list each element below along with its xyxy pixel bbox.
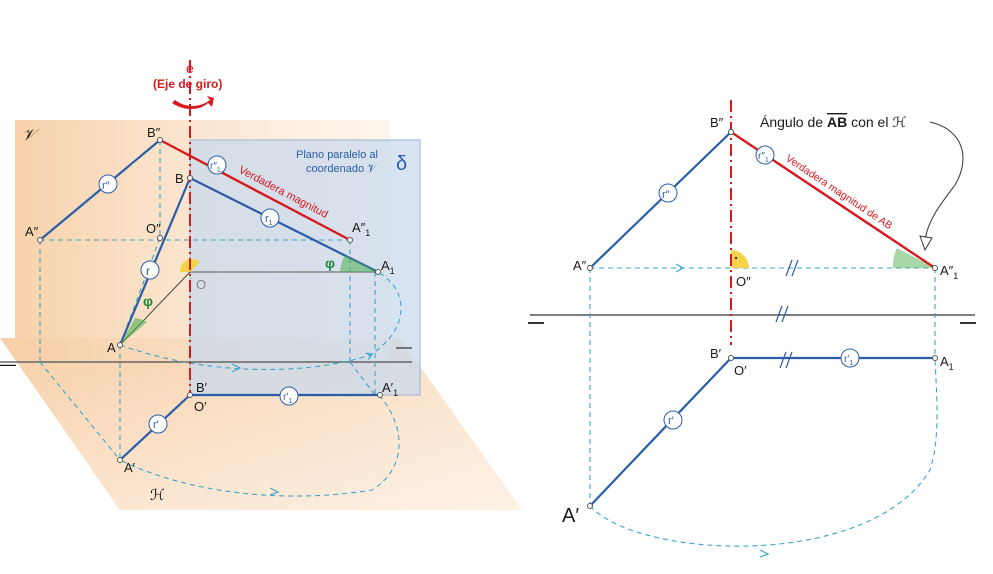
label-B2-left: B″ — [147, 125, 161, 140]
circle-r12-right: r″1 — [755, 145, 775, 165]
svg-text:r″: r″ — [662, 189, 670, 201]
plane-delta-caption-1: Plano paralelo al — [296, 149, 378, 161]
circle-r11-left: r′1 — [279, 386, 299, 406]
angle-caption-arrow — [924, 121, 964, 241]
svg-text:r: r — [146, 264, 150, 278]
construction-lines-right — [589, 267, 938, 547]
svg-text:r′1: r′1 — [283, 392, 292, 405]
ground-minus-left2: — — [396, 339, 412, 356]
left-3d-view: — — — [0, 60, 522, 510]
circle-r12-left: r″1 — [207, 155, 227, 175]
label-O-left: O — [196, 277, 206, 292]
circle-r2-right: r″ — [658, 183, 678, 203]
right-dihedral-view: B″ A″ O″ A″1 B′ O′ A1 A′ Verdadera magni… — [528, 100, 976, 558]
label-Ap-left: A′ — [124, 460, 136, 475]
circle-r-left: r — [140, 260, 160, 280]
rotation-arrow — [172, 96, 214, 110]
label-A11-left: A′1 — [382, 380, 398, 398]
true-length-label-right: Verdadera magnitud de AB — [783, 153, 894, 233]
svg-text:r″1: r″1 — [210, 161, 221, 174]
svg-text:r′: r′ — [153, 419, 159, 431]
label-A2-left: A″ — [25, 224, 39, 239]
label-O1-right: O′ — [734, 363, 747, 378]
label-B2-right: B″ — [710, 115, 724, 130]
angle-caption: Ángulo de AB con el ℋ — [760, 114, 906, 130]
circle-r2-left: r″ — [98, 174, 118, 194]
label-A1-right: A1 — [940, 354, 954, 372]
svg-text:r′: r′ — [668, 415, 674, 427]
label-A1-left: A1 — [381, 258, 395, 276]
points-right — [587, 129, 938, 509]
label-O1-left: O′ — [194, 399, 207, 414]
circle-r1p-right: r′ — [663, 410, 683, 430]
label-Ap-right: A′ — [562, 505, 579, 527]
object-lines-right — [589, 131, 935, 507]
axis-e-label: e — [186, 60, 194, 76]
label-A12-right: A″1 — [940, 263, 958, 281]
construction-lines-left — [39, 140, 402, 497]
plane-delta-symbol: δ — [396, 153, 407, 175]
label-B1-left: B′ — [196, 380, 208, 395]
svg-text:r′1: r′1 — [844, 354, 853, 367]
ground-minus-left: — — [0, 354, 16, 374]
axis-e-subtitle: (Eje de giro) — [153, 77, 222, 91]
plane-delta-caption-2: coordenado 𝒱 — [306, 163, 378, 175]
label-O2-left: O″ — [146, 221, 161, 236]
label-B1-right: B′ — [710, 346, 722, 361]
svg-text:r″1: r″1 — [758, 151, 769, 164]
circle-r11-right: r′1 — [840, 348, 860, 368]
circle-r1-left: r1 — [260, 208, 280, 228]
label-B-left: B — [175, 171, 184, 186]
phi-left-1: φ — [143, 293, 153, 309]
phi-left-2: φ — [325, 255, 335, 271]
points-left — [37, 137, 383, 463]
label-O2-right: O″ — [736, 274, 751, 289]
tick-marks-right — [775, 259, 799, 369]
plane-H-label: ℋ — [150, 487, 165, 504]
svg-text:r″: r″ — [102, 180, 110, 192]
label-A12-left: A″1 — [352, 220, 370, 238]
circle-r1p-left: r′ — [148, 414, 168, 434]
label-A2-right: A″ — [573, 258, 587, 273]
svg-text:r1: r1 — [265, 213, 273, 227]
label-A-left: A — [107, 340, 116, 355]
